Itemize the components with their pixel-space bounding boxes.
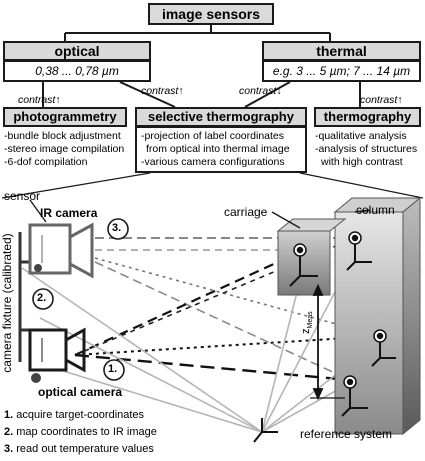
step-circles — [32, 218, 129, 381]
thermal-range: e.g. 3 ... 5 µm; 7 ... 14 µm — [272, 64, 411, 78]
contrast-label-center-left: contrast↑ — [141, 85, 184, 97]
photogrammetry-title: photogrammetry — [13, 109, 117, 124]
contrast-label-center-right: contrast↓ — [239, 85, 282, 97]
fan-lines — [1, 172, 424, 199]
ir-camera-label: IR camera — [40, 206, 98, 220]
selective-thermography-box: selective thermography — [135, 107, 307, 127]
selective-thermography-list-box: -projection of label coordinates from op… — [135, 126, 307, 173]
ir-camera-shape — [28, 222, 94, 279]
z-label-sub: Meas — [307, 311, 315, 329]
contrast-label-left: contrast↑ — [18, 94, 61, 106]
step-number: 2. — [4, 426, 14, 438]
step-circle-1: 1. — [108, 363, 118, 375]
step-text: read out temperature values — [16, 443, 154, 455]
fixture-label: camera fixture (calibrated) — [0, 228, 14, 378]
optical-range: 0,38 ... 0,78 µm — [35, 64, 119, 78]
label-leaders — [271, 209, 371, 229]
sensor-leader — [29, 199, 47, 223]
step-number: 3. — [4, 443, 14, 455]
carriage-label: carriage — [224, 205, 268, 219]
camera-fixture — [18, 232, 30, 362]
thermal-title: thermal — [316, 43, 367, 59]
step-text: map coordinates to IR image — [16, 426, 157, 438]
z-arrow — [310, 283, 345, 401]
fixture-label-text: camera fixture (calibrated) — [0, 233, 14, 373]
step-text: acquire target-coordinates — [16, 409, 145, 421]
list-item: with high contrast — [321, 156, 403, 168]
optical-camera-mount — [31, 373, 41, 383]
list-item: -6-dof compilation — [4, 156, 88, 168]
list-item: -stereo image compilation — [4, 143, 125, 155]
carriage-shape — [276, 218, 347, 296]
list-item: -qualitative analysis — [315, 130, 407, 142]
z-label: zMeas — [300, 311, 314, 334]
column-shape — [333, 196, 422, 436]
thermography-box: thermography — [314, 107, 421, 127]
optical-box: optical — [3, 41, 151, 61]
thermography-title: thermography — [323, 109, 412, 124]
list-item: 2. map coordinates to IR image — [4, 424, 157, 441]
reference-axes — [253, 418, 278, 443]
contrast-label-right: contrast↑ — [360, 94, 403, 106]
list-item: -bundle block adjustment — [4, 130, 121, 142]
step-number: 1. — [4, 409, 14, 421]
thermal-box: thermal — [262, 41, 421, 61]
selective-thermography-title: selective thermography — [148, 109, 294, 124]
column-label: column — [356, 203, 395, 217]
step-circle-2: 2. — [37, 292, 47, 304]
photogrammetry-box: photogrammetry — [3, 107, 127, 127]
image-sensors-box: image sensors — [148, 3, 274, 25]
z-label-text: z — [300, 328, 312, 335]
list-item: from optical into thermal image — [146, 143, 290, 155]
sensor-label: sensor — [4, 189, 41, 203]
thermal-range-box: e.g. 3 ... 5 µm; 7 ... 14 µm — [262, 60, 421, 82]
optical-camera-label: optical camera — [38, 385, 123, 399]
step-circle-3: 3. — [112, 222, 122, 234]
optical-range-box: 0,38 ... 0,78 µm — [3, 60, 151, 82]
photogrammetry-list: -bundle block adjustment -stereo image c… — [4, 130, 124, 169]
target-axes — [289, 244, 396, 417]
list-item: -projection of label coordinates — [141, 130, 285, 142]
list-item: 3. read out temperature values — [4, 441, 157, 458]
optical-camera-shape — [28, 327, 86, 373]
list-item: -various camera configurations — [141, 156, 285, 168]
tree-connectors — [42, 24, 361, 108]
optical-title: optical — [54, 43, 100, 59]
list-item: 1. acquire target-coordinates — [4, 407, 157, 424]
reference-system-label: reference system — [300, 427, 393, 441]
ir-camera-mount — [34, 264, 42, 272]
steps-list: 1. acquire target-coordinates 2. map coo… — [4, 407, 157, 458]
thermography-list: -qualitative analysis -analysis of struc… — [315, 130, 417, 169]
list-item: -analysis of structures — [315, 143, 418, 155]
image-sensors-title: image sensors — [161, 6, 261, 22]
